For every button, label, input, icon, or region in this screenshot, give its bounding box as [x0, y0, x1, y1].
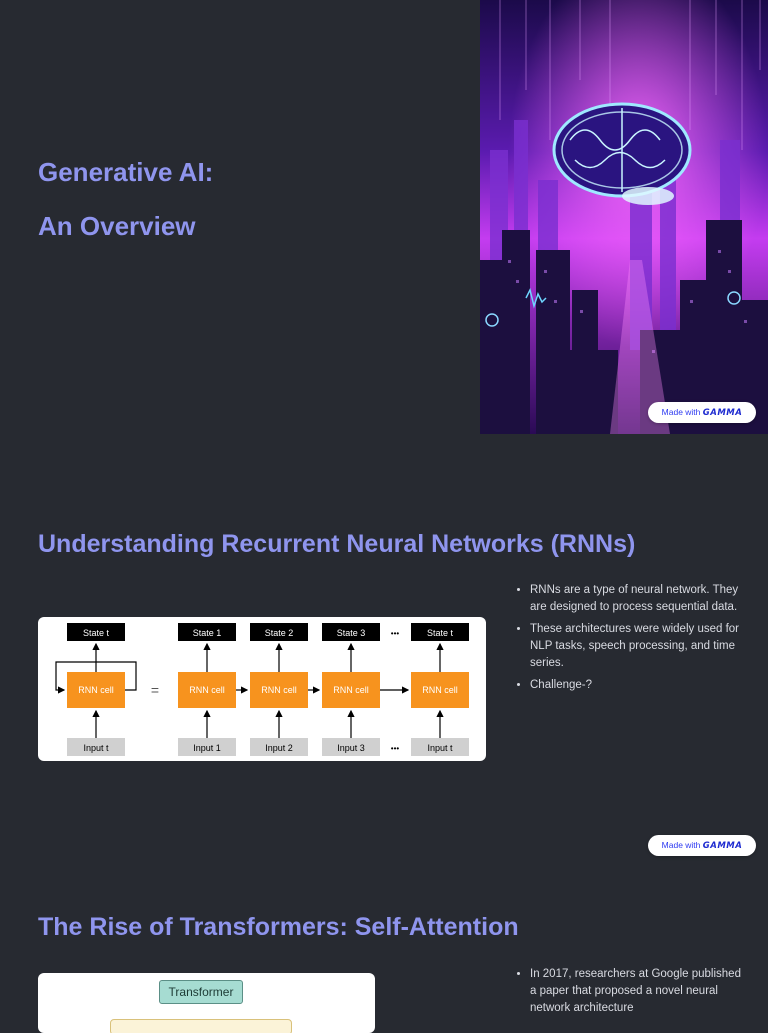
ellipsis-bottom: ••• [391, 744, 400, 753]
title-line-2: An Overview [38, 211, 196, 241]
made-with-gamma-badge[interactable]: Made with GAMMA [648, 402, 756, 423]
list-item: In 2017, researchers at Google published… [530, 966, 750, 1017]
rnn-cell-label: RNN cell [78, 685, 114, 695]
rnn-cell-box [67, 672, 125, 708]
input-box [67, 738, 125, 756]
hero-image [480, 0, 768, 434]
rnn-cell-box [178, 672, 236, 708]
state-box [67, 623, 125, 641]
transformer-label-box: Transformer [159, 980, 243, 1004]
rnn-cell-label: RNN cell [189, 685, 225, 695]
input-label: Input t [427, 743, 453, 753]
rnn-cell-box [250, 672, 308, 708]
input-box [250, 738, 308, 756]
badge-prefix: Made with [661, 840, 701, 850]
state-label: State t [427, 628, 454, 638]
rnn-unrolled-svg: State t RNN cell Input t = State 1 RNN c… [55, 623, 469, 756]
state-box [250, 623, 308, 641]
rnn-cell-box [411, 672, 469, 708]
input-box [322, 738, 380, 756]
brain-icon [552, 102, 692, 205]
input-label: Input 2 [265, 743, 293, 753]
list-item: Challenge-? [530, 677, 750, 694]
transformer-diagram: Transformer [38, 973, 375, 1033]
state-label: State t [83, 628, 110, 638]
transformer-bullet-list: In 2017, researchers at Google published… [512, 966, 750, 1022]
recurrent-loop-arrow [55, 661, 137, 694]
state-label: State 2 [265, 628, 294, 638]
rnn-bullet-list: RNNs are a type of neural network. They … [512, 582, 750, 699]
rnn-heading: Understanding Recurrent Neural Networks … [38, 530, 636, 558]
title-line-1: Generative AI: [38, 157, 214, 187]
rnn-cell-box [322, 672, 380, 708]
hud-ring-icon [485, 313, 499, 327]
transformers-heading: The Rise of Transformers: Self-Attention [38, 913, 519, 941]
input-label: Input 1 [193, 743, 221, 753]
state-label: State 1 [193, 628, 222, 638]
rnn-cell-label: RNN cell [261, 685, 297, 695]
input-label: Input t [83, 743, 109, 753]
rnn-diagram: State t RNN cell Input t = State 1 RNN c… [38, 617, 486, 761]
badge-brand: GAMMA [702, 408, 743, 418]
state-box [322, 623, 380, 641]
transformer-block [110, 1019, 292, 1033]
list-item: These architectures were widely used for… [530, 621, 750, 672]
state-label: State 3 [337, 628, 366, 638]
made-with-gamma-badge[interactable]: Made with GAMMA [648, 835, 756, 856]
input-label: Input 3 [337, 743, 365, 753]
badge-brand: GAMMA [702, 841, 743, 851]
input-box [411, 738, 469, 756]
rnn-cell-label: RNN cell [333, 685, 369, 695]
info-icon [727, 291, 741, 305]
rnn-cell-label: RNN cell [422, 685, 458, 695]
cyber-brain-city-illustration [480, 0, 768, 434]
badge-prefix: Made with [661, 407, 701, 417]
state-box [411, 623, 469, 641]
state-box [178, 623, 236, 641]
input-box [178, 738, 236, 756]
title-slide: Generative AI: An Overview [0, 0, 768, 434]
waveform-icon [525, 287, 547, 309]
ellipsis-top: ••• [391, 629, 400, 638]
list-item: RNNs are a type of neural network. They … [530, 582, 750, 616]
equals-sign: = [151, 682, 159, 698]
